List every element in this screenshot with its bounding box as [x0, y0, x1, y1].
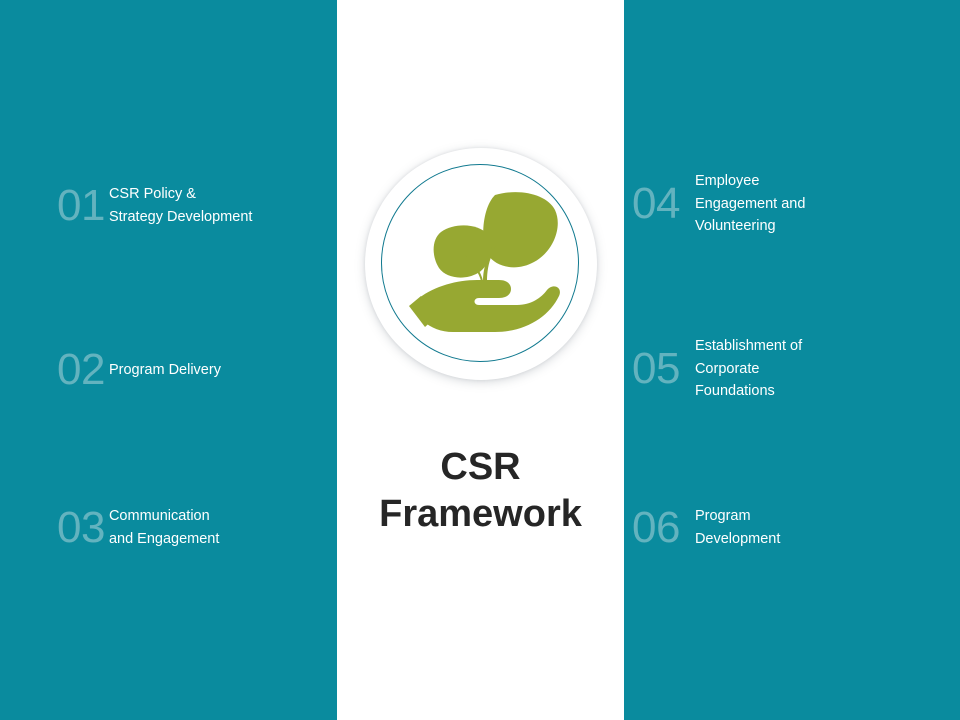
- right-teal-panel: [624, 0, 960, 720]
- item-label-05: Establishment of Corporate Foundations: [694, 338, 803, 399]
- item-number-03: 03: [57, 502, 105, 552]
- page-title: CSR Framework: [379, 446, 582, 535]
- center-icon-badge: [364, 148, 597, 380]
- hand-holding-plant-icon: [408, 192, 560, 332]
- item-label-03: Communication and Engagement: [108, 508, 220, 547]
- item-number-05: 05: [632, 343, 680, 393]
- item-number-01: 01: [57, 180, 105, 230]
- item-number-02: 02: [57, 345, 105, 394]
- center-white-panel: CSR Framework: [337, 0, 624, 720]
- framework-item-04[interactable]: 04 Employee Engagement and Volunteering: [632, 170, 932, 238]
- item-number-04: 04: [632, 178, 680, 228]
- framework-item-03[interactable]: 03 Communication and Engagement: [57, 505, 342, 550]
- framework-item-01[interactable]: 01 CSR Policy & Strategy Development: [57, 183, 342, 228]
- item-label-06: Program Development: [694, 508, 781, 547]
- item-label-02: Program Delivery: [108, 361, 221, 378]
- framework-item-05[interactable]: 05 Establishment of Corporate Foundation…: [632, 335, 932, 403]
- item-label-01: CSR Policy & Strategy Development: [108, 186, 253, 225]
- framework-item-02[interactable]: 02 Program Delivery: [57, 348, 342, 392]
- framework-item-06[interactable]: 06 Program Development: [632, 505, 932, 550]
- item-label-04: Employee Engagement and Volunteering: [694, 173, 806, 234]
- left-teal-panel: [0, 0, 337, 720]
- item-number-06: 06: [632, 502, 680, 552]
